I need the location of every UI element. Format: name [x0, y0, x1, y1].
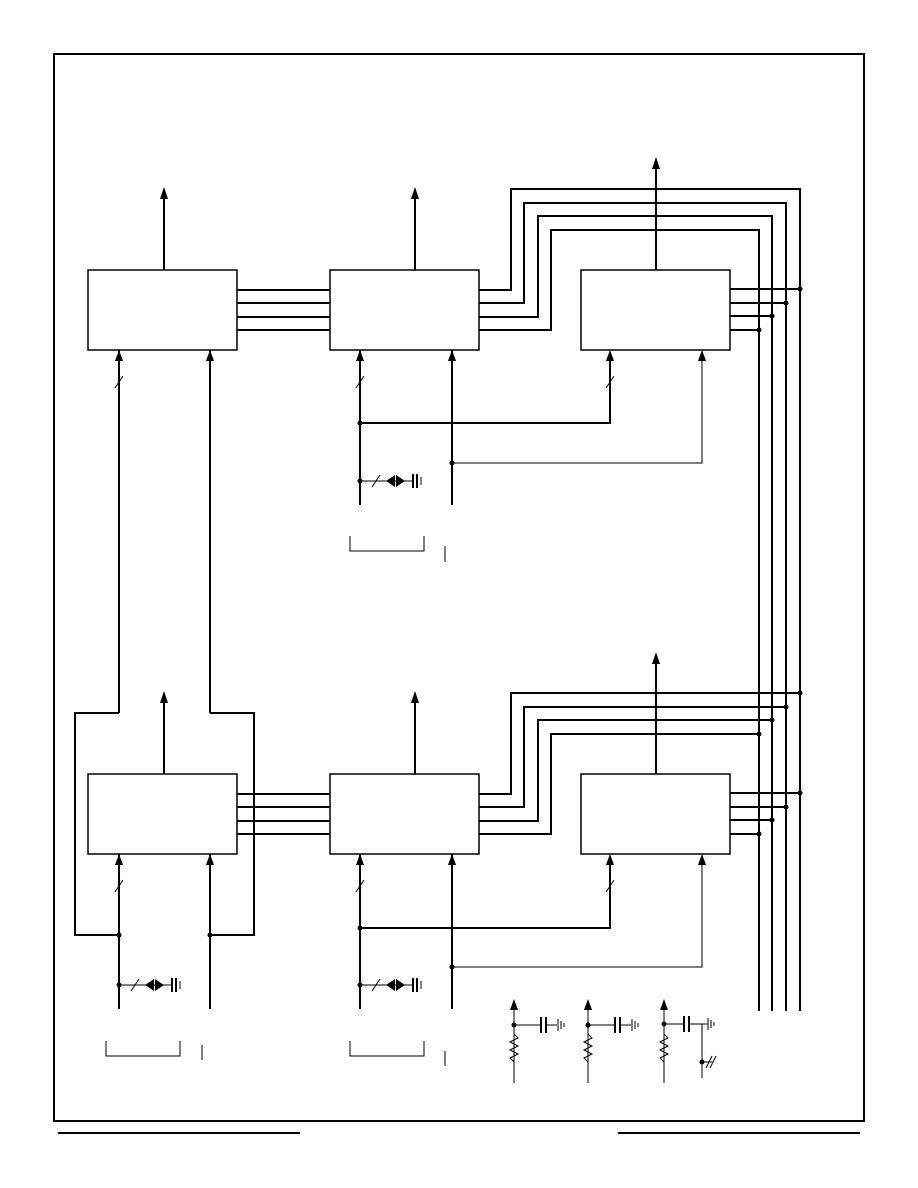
- diode-icon: [386, 475, 395, 487]
- arrow-up-icon: [115, 350, 123, 361]
- junction-dot-icon: [783, 300, 789, 306]
- junction-dot-icon: [769, 817, 775, 823]
- bus-a-b: [237, 289, 330, 331]
- bus-b-trunks: [479, 690, 803, 835]
- arrow-up-icon: [115, 854, 123, 865]
- bus-slash-icon: [355, 375, 365, 389]
- junction-dot-icon: [357, 925, 363, 931]
- junction-dot-icon: [769, 313, 775, 319]
- junction-dot-icon: [769, 717, 775, 723]
- junction-dot-icon: [756, 831, 762, 837]
- bottom-block-a: [87, 773, 238, 855]
- ground-icon: [709, 1055, 717, 1069]
- arrow-up-icon: [698, 854, 706, 865]
- bus-slash-icon: [130, 978, 140, 992]
- junction-dot-icon: [756, 327, 762, 333]
- top-block-b: [329, 269, 480, 351]
- junction-dot-icon: [357, 420, 363, 426]
- diode-icon: [155, 979, 164, 991]
- page-frame: [53, 53, 865, 1122]
- junction-dot-icon: [449, 460, 455, 466]
- resistor-icon: [658, 1033, 670, 1063]
- bottom-section: [74, 652, 803, 1083]
- diode-cap-cluster: [357, 978, 422, 992]
- arrow-up-icon: [448, 854, 456, 865]
- diode-icon: [396, 979, 405, 991]
- bus-c-trunks: [730, 286, 803, 333]
- bus-slash-icon: [114, 375, 124, 389]
- arrow-up-icon: [206, 854, 214, 865]
- bus-c-trunks: [730, 790, 803, 837]
- junction-dot-icon: [116, 932, 122, 938]
- arrow-up-icon: [356, 854, 364, 865]
- arrow-up-icon: [356, 350, 364, 361]
- top-block-a: [87, 269, 238, 351]
- rc-network-3: [658, 999, 717, 1083]
- junction-dot-icon: [783, 704, 789, 710]
- ground-icon: [705, 1055, 713, 1069]
- arrow-up-icon: [160, 187, 168, 199]
- arrow-up-icon: [606, 350, 614, 361]
- diode-cap-cluster: [116, 978, 181, 992]
- rc-network-1: [508, 999, 565, 1083]
- bus-a-b: [237, 793, 330, 835]
- bus-b-trunks: [479, 188, 801, 1011]
- junction-dot-icon: [207, 932, 213, 938]
- arrow-up-icon: [510, 999, 518, 1010]
- bus-slash-icon: [371, 978, 381, 992]
- bus-slash-icon: [114, 879, 124, 893]
- junction-dot-icon: [797, 286, 803, 292]
- arrow-up-icon: [698, 350, 706, 361]
- top-block-c: [580, 269, 731, 351]
- diode-icon: [386, 979, 395, 991]
- bus-slash-icon: [605, 375, 615, 389]
- bracket: [349, 536, 425, 552]
- top-section: [87, 157, 803, 1011]
- bus-slash-icon: [355, 879, 365, 893]
- arrow-up-icon: [160, 691, 168, 703]
- bus-slash-icon: [371, 474, 381, 488]
- arrow-up-icon: [448, 350, 456, 361]
- arrow-up-icon: [660, 999, 668, 1010]
- arrow-up-icon: [584, 999, 592, 1010]
- junction-dot-icon: [797, 790, 803, 796]
- junction-dot-icon: [449, 964, 455, 970]
- arrow-up-icon: [411, 187, 419, 199]
- bus-slash-icon: [605, 879, 615, 893]
- arrow-up-icon: [206, 350, 214, 361]
- rc-network-2: [582, 999, 639, 1083]
- diode-cap-cluster: [357, 474, 422, 488]
- arrow-up-icon: [411, 691, 419, 703]
- bottom-block-b: [329, 773, 480, 855]
- bracket: [105, 1041, 181, 1057]
- resistor-icon: [508, 1033, 520, 1063]
- arrow-up-icon: [652, 157, 660, 169]
- bottom-block-c: [580, 773, 731, 855]
- diode-icon: [145, 979, 154, 991]
- diode-icon: [396, 475, 405, 487]
- junction-dot-icon: [783, 804, 789, 810]
- junction-dot-icon: [797, 690, 803, 696]
- arrow-up-icon: [606, 854, 614, 865]
- bracket: [349, 1041, 425, 1057]
- resistor-icon: [582, 1033, 594, 1063]
- junction-dot-icon: [756, 731, 762, 737]
- arrow-up-icon: [652, 652, 660, 664]
